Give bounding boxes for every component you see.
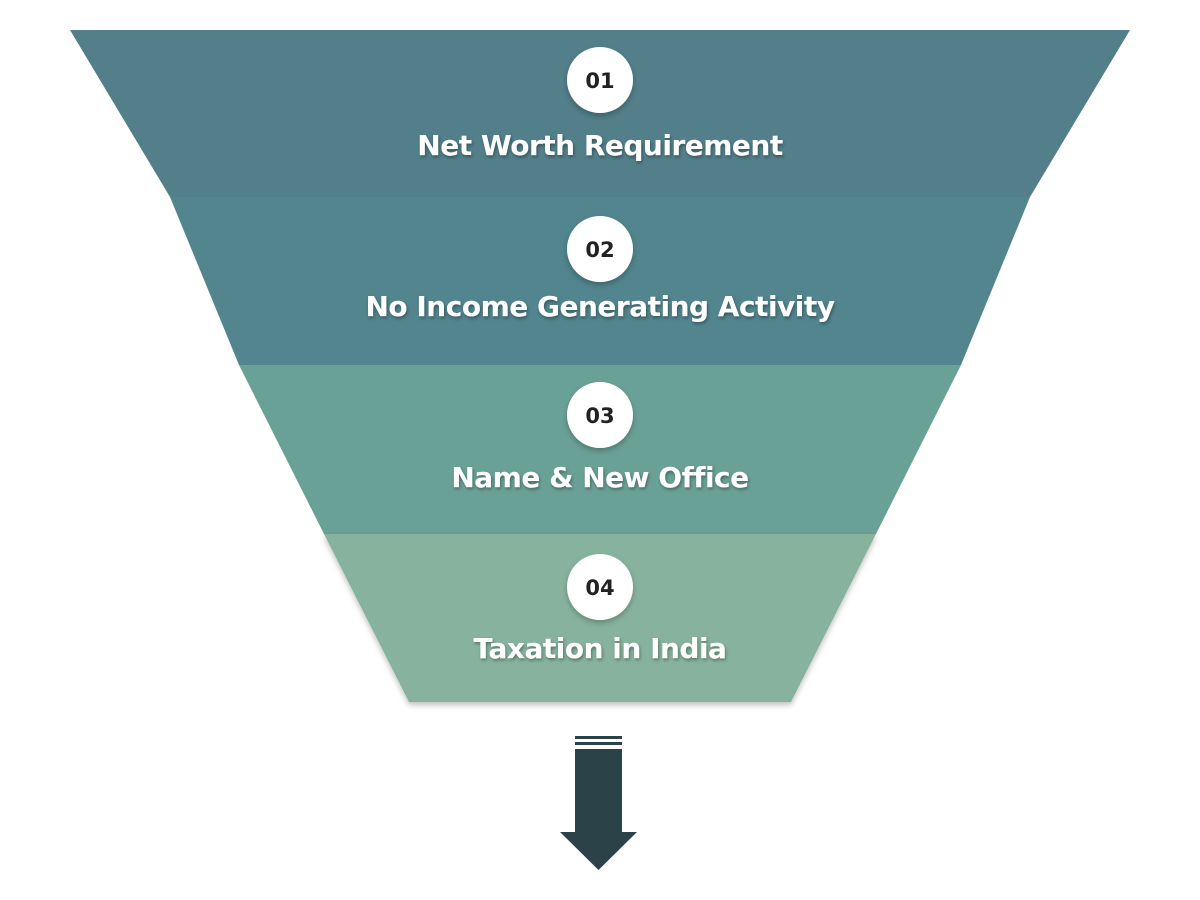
arrow-stripe-1 xyxy=(575,736,622,739)
stage-1-label: Net Worth Requirement xyxy=(417,129,783,162)
stage-4-badge xyxy=(567,554,633,620)
stage-2-badge xyxy=(567,216,633,282)
funnel-stage-3: 03 Name & New Office xyxy=(239,365,961,534)
funnel-stage-1: 01 Net Worth Requirement xyxy=(70,30,1130,197)
stage-3-band xyxy=(239,365,961,534)
stage-1-number: 01 xyxy=(585,69,614,93)
funnel-stage-4: 04 Taxation in India xyxy=(324,534,876,702)
stage-2-label: No Income Generating Activity xyxy=(365,290,834,323)
funnel-stage-2: 02 No Income Generating Activity xyxy=(170,197,1030,365)
stage-4-label: Taxation in India xyxy=(474,632,727,665)
stage-2-number: 02 xyxy=(585,238,614,262)
stage-3-label: Name & New Office xyxy=(451,461,748,494)
arrow-stripe-2 xyxy=(575,742,622,745)
stage-3-number: 03 xyxy=(585,404,614,428)
down-arrow-icon xyxy=(560,736,637,870)
stage-1-badge xyxy=(567,47,633,113)
stage-3-badge xyxy=(567,382,633,448)
stage-4-number: 04 xyxy=(585,576,614,600)
arrow-body xyxy=(560,749,637,870)
stage-1-band xyxy=(70,30,1130,197)
